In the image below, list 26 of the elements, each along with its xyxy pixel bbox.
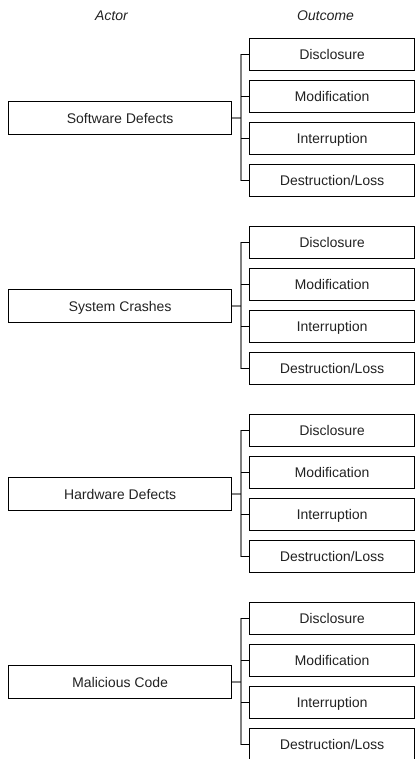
connector-line [232, 682, 250, 745]
outcome-box: Destruction/Loss [249, 164, 415, 197]
outcome-box: Interruption [249, 122, 415, 155]
connector-line [232, 306, 250, 369]
outcome-box: Destruction/Loss [249, 540, 415, 573]
column-heading: Actor [95, 6, 128, 25]
actor-box: Hardware Defects [8, 477, 232, 511]
outcome-box: Disclosure [249, 226, 415, 259]
column-heading: Outcome [297, 6, 354, 25]
actor-box: Software Defects [8, 101, 232, 135]
outcome-box: Interruption [249, 310, 415, 343]
outcome-box: Modification [249, 456, 415, 489]
connector-line [232, 118, 250, 181]
outcome-box: Modification [249, 644, 415, 677]
outcome-box: Interruption [249, 498, 415, 531]
outcome-box: Destruction/Loss [249, 352, 415, 385]
outcome-box: Disclosure [249, 38, 415, 71]
outcome-box: Interruption [249, 686, 415, 719]
outcome-box: Disclosure [249, 414, 415, 447]
outcome-box: Modification [249, 80, 415, 113]
actor-box: Malicious Code [8, 665, 232, 699]
actor-box: System Crashes [8, 289, 232, 323]
outcome-box: Disclosure [249, 602, 415, 635]
outcome-box: Destruction/Loss [249, 728, 415, 759]
outcome-box: Modification [249, 268, 415, 301]
connector-line [232, 494, 250, 557]
